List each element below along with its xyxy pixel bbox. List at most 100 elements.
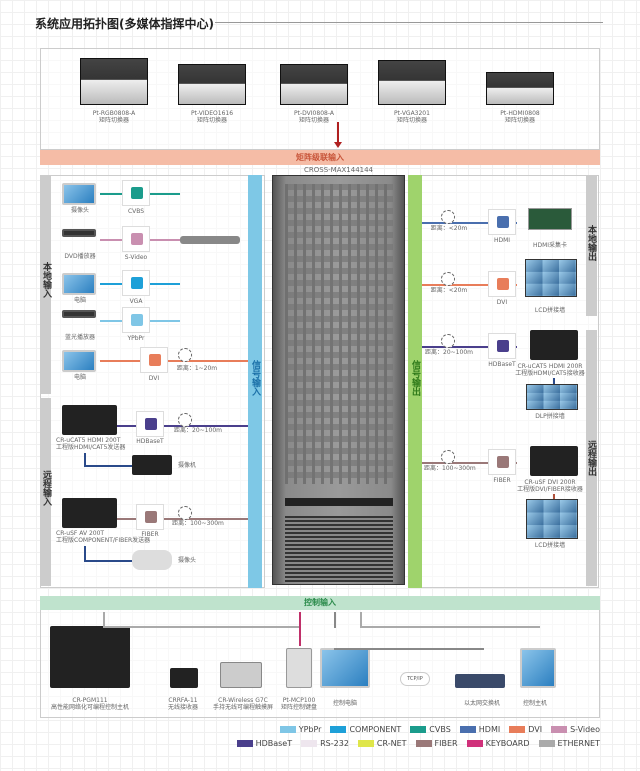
connector-glyph-icon [131,233,143,245]
legend-item: CR-NET [357,739,407,748]
camera-label: 摄像机 [177,462,196,469]
return-cable [84,453,86,465]
transmitter-image [62,498,117,528]
control-device-image [520,648,556,688]
device-type: 矩阵切换器 [196,117,227,124]
local-input-side [41,176,51,394]
control-device-desc: 矩阵控制键盘 [280,704,317,711]
connector-icon [140,347,168,373]
connector-glyph-icon [145,511,157,523]
connector-label: HDBaseT [488,361,516,368]
connector-icon [136,411,164,437]
return-cable [84,465,132,467]
legend-label: COMPONENT [349,725,402,734]
connector-label: YPbPr [127,335,145,342]
connector-icon [488,449,516,475]
source-device-image [62,229,96,237]
control-device-name: CRRFA-11 [168,697,198,704]
matrix-switcher-image [80,58,148,105]
signal-cable [422,284,517,286]
legend-swatch [330,726,347,733]
cascade-arrow [337,122,339,144]
legend-label: S-Video [570,725,600,734]
legend-swatch [236,740,253,747]
control-device-name: Pt-MCP100 [282,697,316,704]
control-device-name: CR-PGM111 [72,697,108,704]
control-device-desc: 控制主机 [522,700,547,707]
device-model: Pt-VGA3201 [394,110,430,117]
lcd-video-wall-image [525,259,577,297]
source-device-image [62,350,96,372]
signal-cable [422,462,517,464]
legend-item: HDBaseT [236,739,292,748]
legend-swatch [410,726,427,733]
video-wall-label: LCD拼接墙 [534,542,566,549]
source-device-label: 电脑 [73,297,86,304]
legend-item: HDMI [459,725,500,734]
legend-item: COMPONENT [330,725,401,734]
control-device-desc: 高性能网络化可编程控制主机 [50,704,129,711]
distance-label: 距离：1~20m [176,365,218,372]
connector-label: FIBER [141,531,159,538]
source-device-label: 电脑 [73,374,86,381]
matrix-front-panel [487,86,553,104]
connector-icon [122,270,150,296]
matrix-switcher-image [280,64,348,105]
transmitter-image [62,405,117,435]
distance-label: 距离：100~300m [424,465,476,472]
matrix-front-panel [81,79,147,104]
connector-icon [122,226,150,252]
connector-glyph-icon [497,216,509,228]
connector-label: HDMI [493,237,511,244]
legend-item: YPbPr [279,725,322,734]
output-device-label: CR-uCAT5 HDMI 200R [517,363,583,370]
local-output-side [586,176,597,316]
signal-output-label: 信号输出 [410,360,420,396]
title-divider [215,22,603,23]
connector-glyph-icon [131,187,143,199]
connector-label: DVI [496,299,508,306]
connector-label: FIBER [493,477,511,484]
connector-glyph-icon [149,354,161,366]
receiver-image [530,330,578,360]
matrix-front-panel [379,80,445,104]
remote-output-side [586,330,597,586]
connector-label: CVBS [127,208,145,215]
legend-swatch [459,726,476,733]
distance-loop-icon [441,334,455,348]
output-device-label: HDMI采集卡 [532,242,568,249]
distance-loop-icon [178,506,192,520]
control-device-image [170,668,198,688]
source-device-image [62,310,96,318]
distance-label: 距离：20~100m [174,427,222,434]
matrix-name: CROSS-MAX144144 [303,166,374,174]
legend-item: CVBS [410,725,451,734]
legend-item: FIBER [415,739,458,748]
transmitter-desc: 工程版HDMI/CAT5发送器 [56,444,126,451]
legend-label: YPbPr [298,725,322,734]
signal-cable [422,222,517,224]
signal-cable [100,360,248,362]
camera-image [132,550,172,570]
distance-loop-icon [178,348,192,362]
signal-cable [422,346,517,348]
connector-glyph-icon [497,340,509,352]
connector-glyph-icon [131,277,143,289]
matrix-card-slots [285,184,393,484]
control-device-image [320,648,370,688]
device-model: Pt-RGB0808-A [92,110,136,117]
distance-loop-icon [441,210,455,224]
legend-swatch [415,740,432,747]
capture-card-image [528,208,572,230]
source-device-label: DVD播放器 [64,253,96,260]
matrix-switcher-image [178,64,246,105]
remote-output-label: 远程输出 [586,440,596,476]
legend-swatch [357,740,374,747]
connector-label: VGA [129,298,143,305]
matrix-switcher-image [378,60,446,105]
output-device-label: LCD拼接墙 [534,307,566,314]
matrix-front-panel [281,82,347,104]
connector-label: HDBaseT [136,438,164,445]
video-wall-image [526,384,578,410]
